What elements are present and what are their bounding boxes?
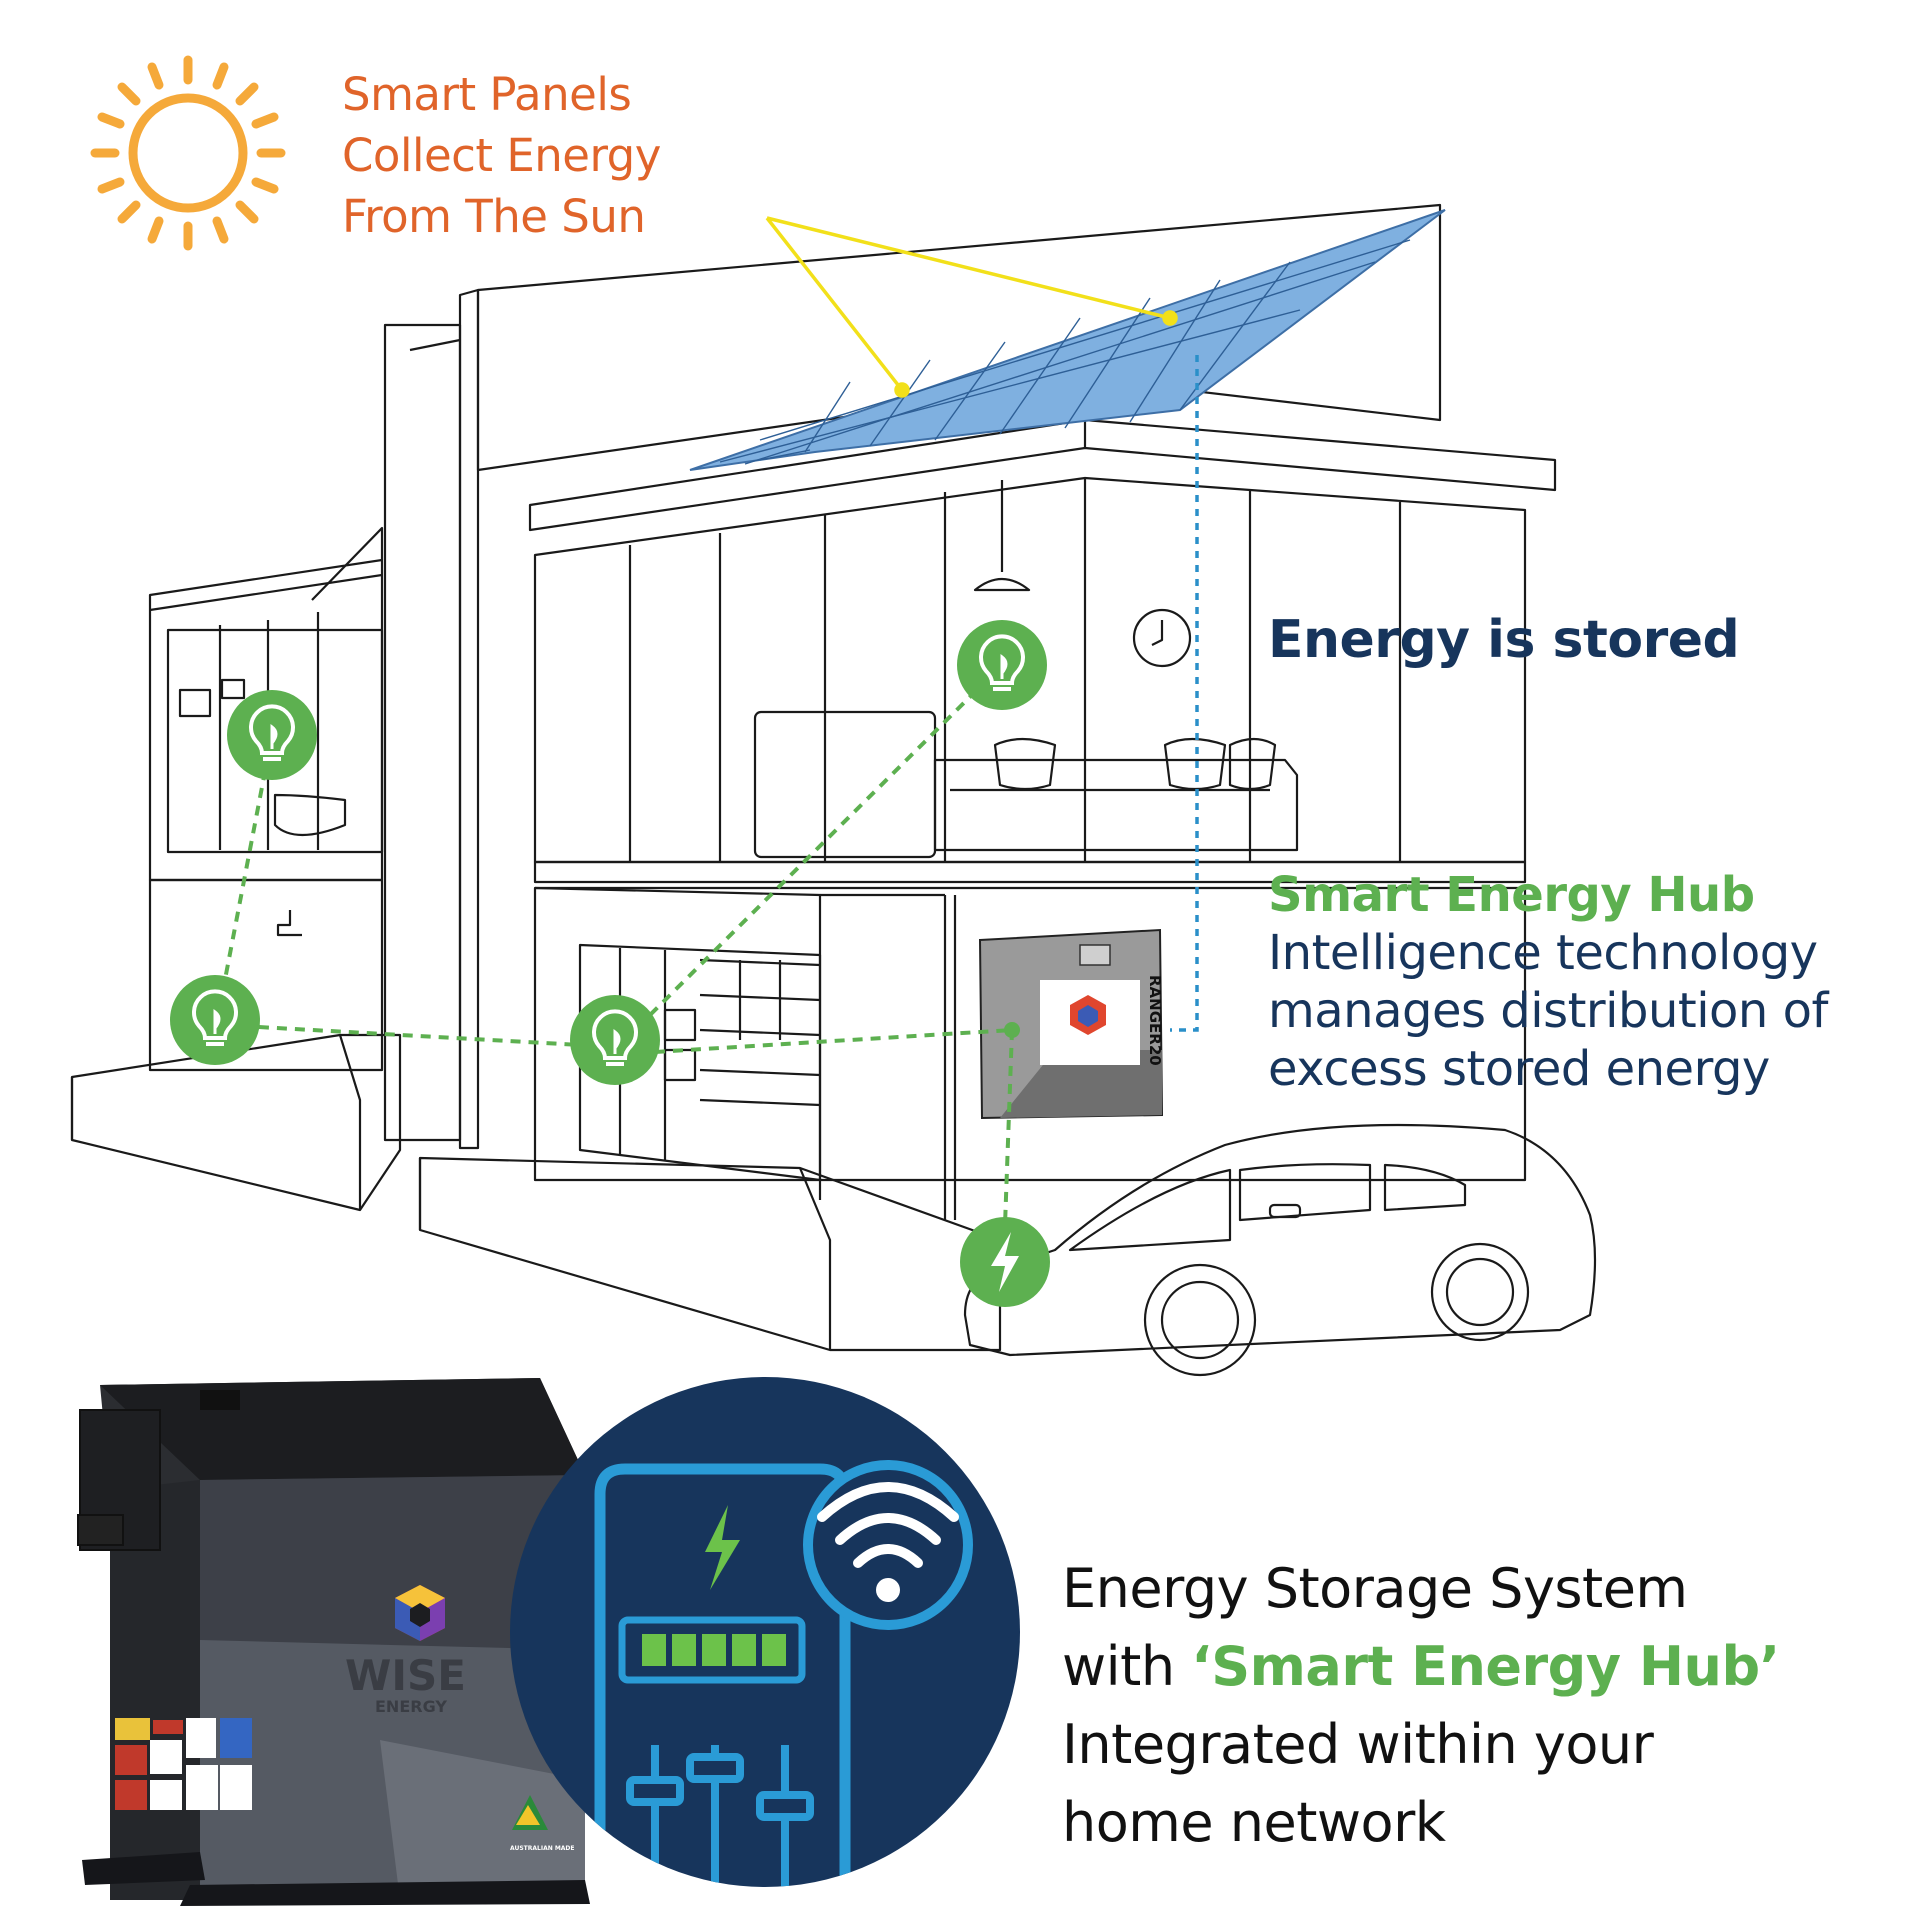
- battery-icon: [618, 1616, 806, 1684]
- system-caption-line: Integrated within your: [1062, 1713, 1654, 1776]
- sliders-icon: [626, 1745, 814, 1887]
- system-caption: Energy Storage System with ‘Smart Energy…: [1062, 1550, 1780, 1862]
- hub-caption-line: manages distribution of: [1268, 983, 1828, 1039]
- panels-caption: Smart Panels Collect Energy From The Sun: [342, 64, 661, 247]
- panels-caption-line: Smart Panels: [342, 68, 632, 121]
- storage-cable: [1170, 355, 1199, 1032]
- hub-feature-circle: [510, 1377, 1020, 1887]
- hub-caption-line: Intelligence technology: [1268, 925, 1818, 981]
- lightning-icon: [960, 1217, 1050, 1307]
- solar-panel: [689, 209, 1446, 471]
- house-illustration: [70, 203, 1597, 1377]
- hub-caption-title: Smart Energy Hub: [1268, 867, 1755, 923]
- panel-pointer: [765, 216, 1178, 398]
- brand-label: WISE: [345, 1651, 466, 1700]
- bulb-icon: [957, 620, 1047, 710]
- australian-made-label: AUSTRALIAN MADE: [510, 1845, 575, 1852]
- power-connections: [221, 663, 1014, 1226]
- bulb-icon: [170, 975, 260, 1065]
- system-caption-line: home network: [1062, 1791, 1446, 1854]
- panels-caption-line: Collect Energy: [342, 129, 661, 182]
- battery-unit: [77, 1378, 590, 1906]
- hub-model-label: RANGER20: [1146, 975, 1164, 1066]
- system-caption-highlight: ‘Smart Energy Hub’: [1191, 1635, 1780, 1698]
- system-caption-line2: with ‘Smart Energy Hub’: [1062, 1628, 1780, 1706]
- system-caption-prefix: with: [1062, 1635, 1192, 1698]
- car-illustration: [963, 1123, 1597, 1357]
- lightning-icon: [705, 1505, 740, 1590]
- bulb-icon: [227, 690, 317, 780]
- system-caption-line: Energy Storage System: [1062, 1557, 1688, 1620]
- hub-caption-line: excess stored energy: [1268, 1041, 1770, 1097]
- bulb-icon: [570, 995, 660, 1085]
- clock-icon: [1132, 608, 1192, 668]
- hub-caption: Smart Energy Hub Intelligence technology…: [1268, 866, 1828, 1098]
- stored-caption: Energy is stored: [1268, 610, 1740, 670]
- hub-unit: [978, 928, 1164, 1120]
- lamp-icon: [973, 480, 1031, 592]
- brand-sub-label: ENERGY: [375, 1697, 447, 1716]
- panels-caption-line: From The Sun: [342, 190, 646, 243]
- wifi-icon: [803, 1460, 973, 1630]
- sun-icon: [90, 55, 286, 251]
